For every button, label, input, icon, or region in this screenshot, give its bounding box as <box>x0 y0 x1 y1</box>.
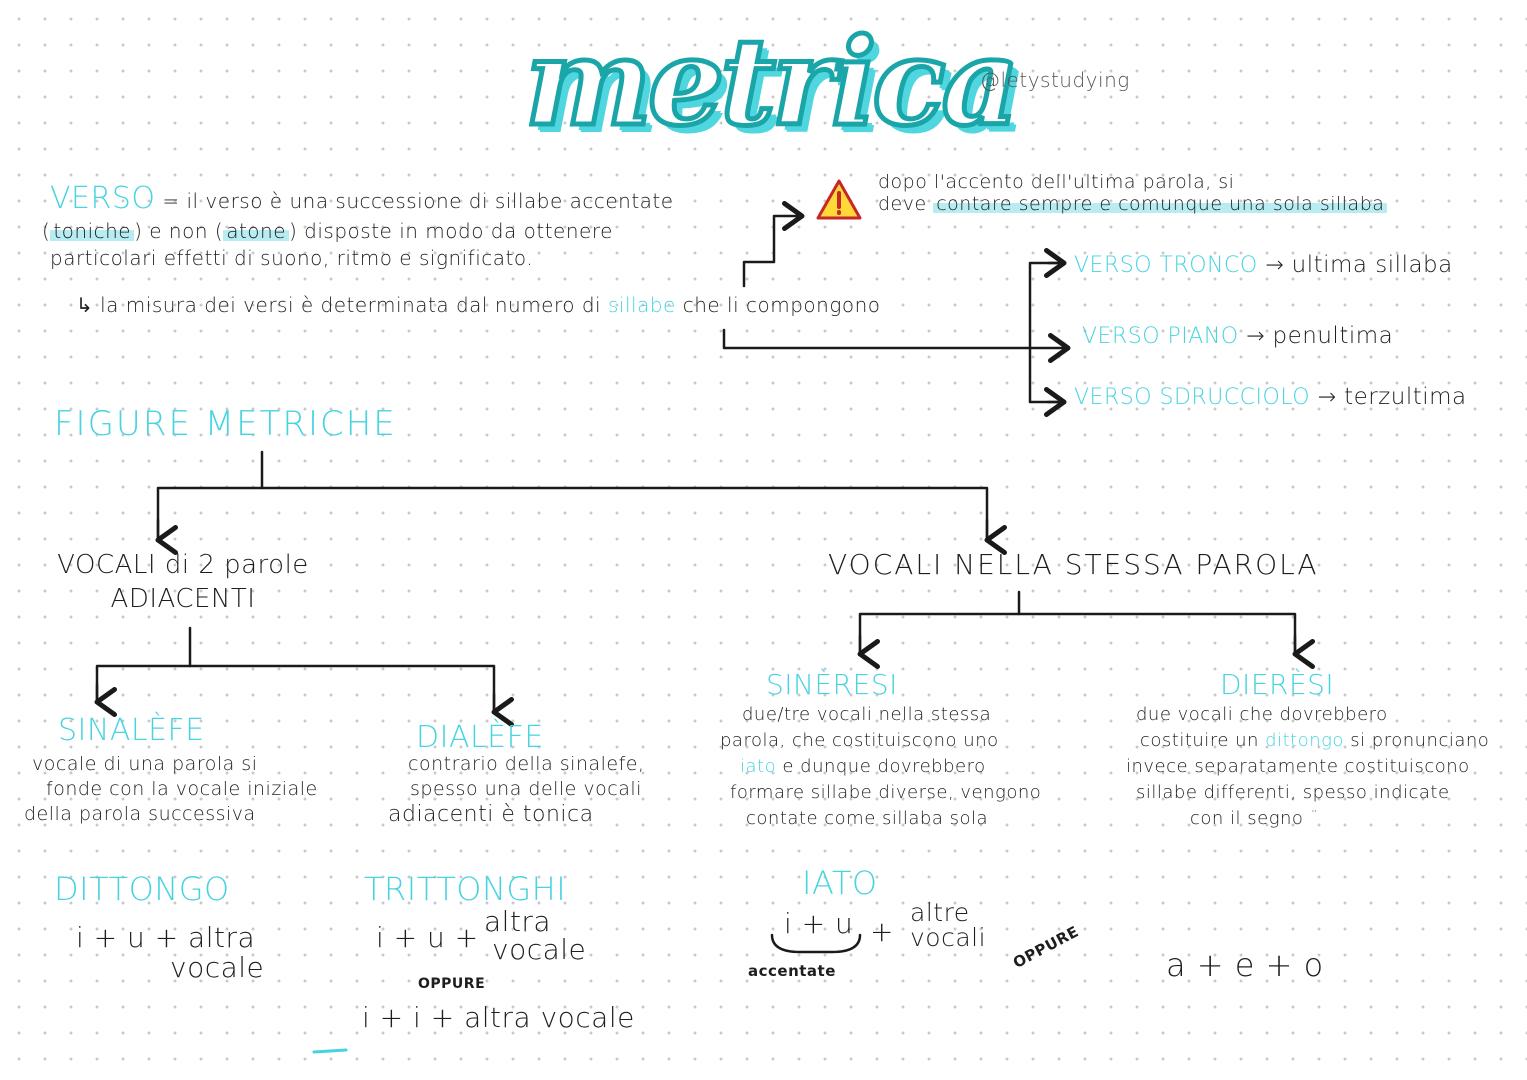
warning-line1: dopo l'accento dell'ultima parola, si <box>878 171 1235 193</box>
tipi-verso-connector <box>722 328 1071 363</box>
verso-def-line3: particolari effetti di suono, ritmo e si… <box>50 246 534 270</box>
sineresi-line5: contate come sillaba sola <box>746 808 989 829</box>
dieresi-term: DIERÈSI <box>1220 668 1335 701</box>
dittongo-term: DITTONGO <box>54 870 230 908</box>
dittongo-formula-a: i + u + altra <box>76 921 256 954</box>
verso-definition: VERSO = il verso è una successione di si… <box>50 184 674 214</box>
dieresi-line5: con il segno ¨ <box>1190 808 1320 829</box>
dittongo-formula-b: vocale <box>170 951 265 984</box>
sineresi-term: SINÈRESI <box>766 668 898 701</box>
misura-text-b: che li compongono <box>682 293 881 317</box>
trittonghi-formula-b: altra vocale <box>484 908 586 964</box>
sinalefe-line1: vocale di una parola si <box>32 753 258 775</box>
verso-tronco-label: VERSO TRONCO <box>1074 253 1258 278</box>
author-handle: @letystudying <box>980 68 1130 92</box>
verso-term: VERSO <box>50 181 156 216</box>
dialefe-line3: adiacenti è tonica <box>388 802 594 827</box>
def-mid: ) e non ( <box>134 219 224 243</box>
warning-deve: deve <box>878 193 927 215</box>
arrow-right-icon: → <box>1246 324 1266 349</box>
iato-formula-b: altre vocali <box>910 900 986 950</box>
atone-highlight: atone <box>223 219 290 243</box>
iato-formula-a: i + u <box>784 907 854 940</box>
left-branch-title: VOCALI di 2 parole ADIACENTI <box>48 548 318 616</box>
iato-word: iato <box>740 756 777 777</box>
sineresi-line1: due/tre vocali nella stessa <box>742 704 992 725</box>
sineresi-line3-rest: e dunque dovrebbero <box>782 756 986 777</box>
dialefe-line1: contrario della sinalefe, <box>408 753 645 775</box>
dieresi-line2-b: si pronunciano <box>1350 730 1490 751</box>
trittonghi-term: TRITTONGHI <box>364 870 567 908</box>
right-branch-title: VOCALI NELLA STESSA PAROLA <box>828 548 1319 581</box>
trittonghi-oppure: OPPURE <box>418 976 486 992</box>
dittongo-word: dittongo <box>1265 730 1344 751</box>
sinalefe-term: SINALÈFE <box>58 713 205 748</box>
sinalefe-line3: della parola successiva <box>24 803 256 825</box>
left-branch-line2: ADIACENTI <box>110 584 256 614</box>
misura-arrow-icon: ↳ <box>76 293 94 317</box>
iato-formula-c: a + e + o <box>1166 946 1324 984</box>
accentate-label: accentate <box>748 962 836 980</box>
sineresi-line2: parola, che costituiscono uno <box>720 730 999 751</box>
misura-line: ↳ la misura dei versi è determinata dal … <box>76 292 880 318</box>
misura-text-a: la misura dei versi è determinata dal nu… <box>100 293 602 317</box>
warning-icon <box>815 178 863 226</box>
page-title: metrica <box>522 10 1021 156</box>
verso-def-line2: (toniche) e non (atone) disposte in modo… <box>42 218 613 244</box>
sinalefe-line2: fonde con la vocale iniziale <box>46 778 318 800</box>
sinalefe-desc: vocale di una parola si fonde con la voc… <box>24 752 318 827</box>
verso-sdrucciolo-row: VERSO SDRUCCIOLO → terzultima <box>1074 384 1467 410</box>
verso-piano-value: penultima <box>1272 323 1394 349</box>
dieresi-line2-a: costituire un <box>1140 730 1259 751</box>
accentate-brace <box>770 933 862 954</box>
dieresi-desc: due vocali che dovrebbero costituire un … <box>1126 702 1489 832</box>
left-branch-line1: VOCALI di 2 parole <box>57 550 309 580</box>
dialefe-term: DIALÈFE <box>416 720 544 755</box>
iato-formula-b2: vocali <box>910 923 987 952</box>
toniche-highlight: toniche <box>50 219 135 243</box>
dieresi-line1: due vocali che dovrebbero <box>1136 704 1388 725</box>
verso-sdrucciolo-value: terzultima <box>1344 384 1467 410</box>
trittonghi-formula-c: i + i + altra vocale <box>362 1001 635 1034</box>
sineresi-line4: formare sillabe diverse, vengono <box>730 782 1042 803</box>
dialefe-line2: spesso una delle vocali <box>410 778 642 800</box>
verso-def-line1: = il verso è una successione di sillabe … <box>162 189 674 213</box>
dieresi-line2: costituire un dittongo si pronunciano <box>1126 728 1489 754</box>
arrow-right-icon: → <box>1317 385 1337 410</box>
verso-tronco-value: ultima sillaba <box>1291 252 1453 278</box>
verso-tronco-row: VERSO TRONCO → ultima sillaba <box>1074 252 1453 278</box>
dialefe-desc: contrario della sinalefe, spesso una del… <box>388 752 645 827</box>
warning-highlight: contare sempre e comunque una sola silla… <box>933 193 1388 215</box>
dieresi-line4: sillabe differenti, spesso indicate <box>1136 782 1450 803</box>
verso-piano-row: VERSO PIANO → penultima <box>1082 323 1393 349</box>
def-end: ) disposte in modo da ottenere <box>289 219 613 243</box>
iato-formula-plus: + <box>870 915 894 948</box>
iato-formula-b1: altre <box>910 898 970 927</box>
arrow-right-icon: → <box>1265 253 1285 278</box>
paren-open: ( <box>42 219 51 243</box>
sineresi-line3: iato e dunque dovrebbero <box>720 754 1041 780</box>
warning-line2: deve contare sempre e comunque una sola … <box>878 192 1388 217</box>
verso-sdrucciolo-label: VERSO SDRUCCIOLO <box>1074 385 1311 410</box>
tipi-verso-bracket <box>1028 261 1066 404</box>
trittonghi-formula-a: i + u + <box>376 921 479 954</box>
sineresi-desc: due/tre vocali nella stessa parola, che … <box>720 702 1041 832</box>
warning-step-arrow <box>742 201 805 288</box>
iato-term: IATO <box>802 864 878 902</box>
dieresi-line3: invece separatamente costituiscono <box>1126 756 1470 777</box>
trittonghi-formula-b1: altra <box>484 905 552 938</box>
sillabe-word: sillabe <box>607 293 676 317</box>
verso-piano-label: VERSO PIANO <box>1082 324 1239 349</box>
trittonghi-formula-b2: vocale <box>492 933 587 966</box>
figure-metriche-heading: FIGURE METRICHE <box>54 404 397 444</box>
